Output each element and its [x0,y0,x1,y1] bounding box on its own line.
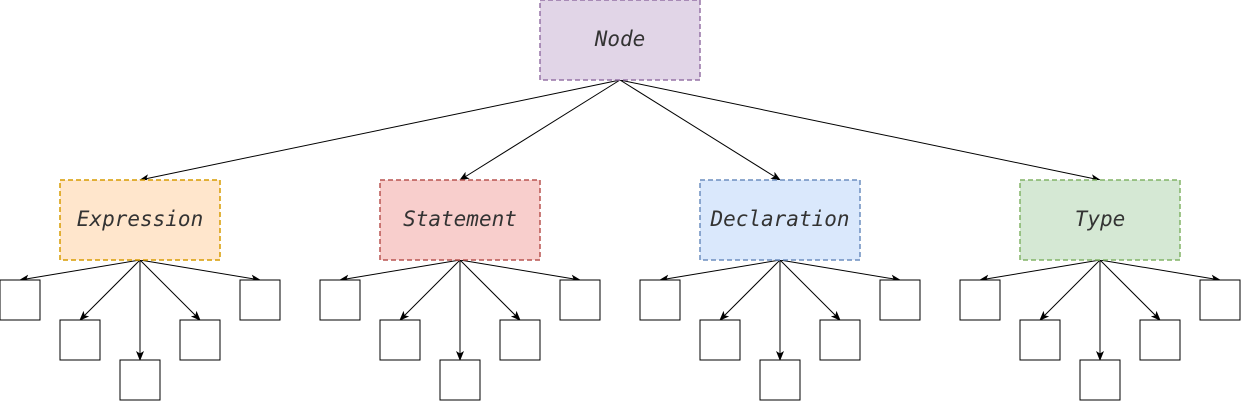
leaf-node [1079,359,1121,401]
edge-expression-to-leaf [139,259,261,283]
edge-expression-to-leaf [19,259,141,283]
leaf-node [559,279,601,321]
edge-expression-to-leaf [79,259,141,321]
edge-statement-to-leaf [399,259,461,321]
category-node-statement-label: Statement [403,207,517,231]
category-node-expression-label: Expression [77,207,203,231]
leaf-node [819,319,861,361]
leaf-node [499,319,541,361]
leaf-node [879,279,921,321]
category-node-type: Type [1019,179,1181,261]
edge-declaration-to-leaf [779,259,901,283]
edge-declaration-to-leaf [779,259,841,321]
root-node-label: Node [594,27,646,51]
leaf-node [699,319,741,361]
leaf-node [959,279,1001,321]
edge-statement-to-leaf [459,259,581,283]
edge-root-to-statement [459,79,621,181]
edge-statement-to-leaf [459,259,521,321]
leaf-node [1139,319,1181,361]
leaf-node [1019,319,1061,361]
edges-layer [19,79,1221,361]
leaf-node [1199,279,1241,321]
category-node-declaration-label: Declaration [709,207,849,231]
leaf-node [759,359,801,401]
edge-type-to-leaf [979,259,1101,283]
edge-type-to-leaf [1099,259,1161,321]
leaf-node [319,279,361,321]
category-node-expression: Expression [59,179,221,261]
edge-root-to-type [619,79,1101,183]
edge-type-to-leaf [1039,259,1101,321]
leaf-node [639,279,681,321]
leaf-node [119,359,161,401]
leaf-node [439,359,481,401]
category-node-declaration: Declaration [699,179,861,261]
category-node-statement: Statement [379,179,541,261]
edge-declaration-to-leaf [659,259,781,283]
edge-statement-to-leaf [339,259,461,283]
edge-type-to-leaf [1099,259,1221,283]
edge-expression-to-leaf [139,259,201,321]
category-node-type-label: Type [1075,207,1126,231]
root-node: Node [539,0,701,81]
leaf-node [0,279,41,321]
leaf-node [239,279,281,321]
edge-root-to-declaration [619,79,781,181]
leaf-node [59,319,101,361]
leaf-nodes-layer [0,279,1241,401]
edge-declaration-to-leaf [719,259,781,321]
leaf-node [379,319,421,361]
edge-root-to-expression [139,79,621,183]
leaf-node [179,319,221,361]
